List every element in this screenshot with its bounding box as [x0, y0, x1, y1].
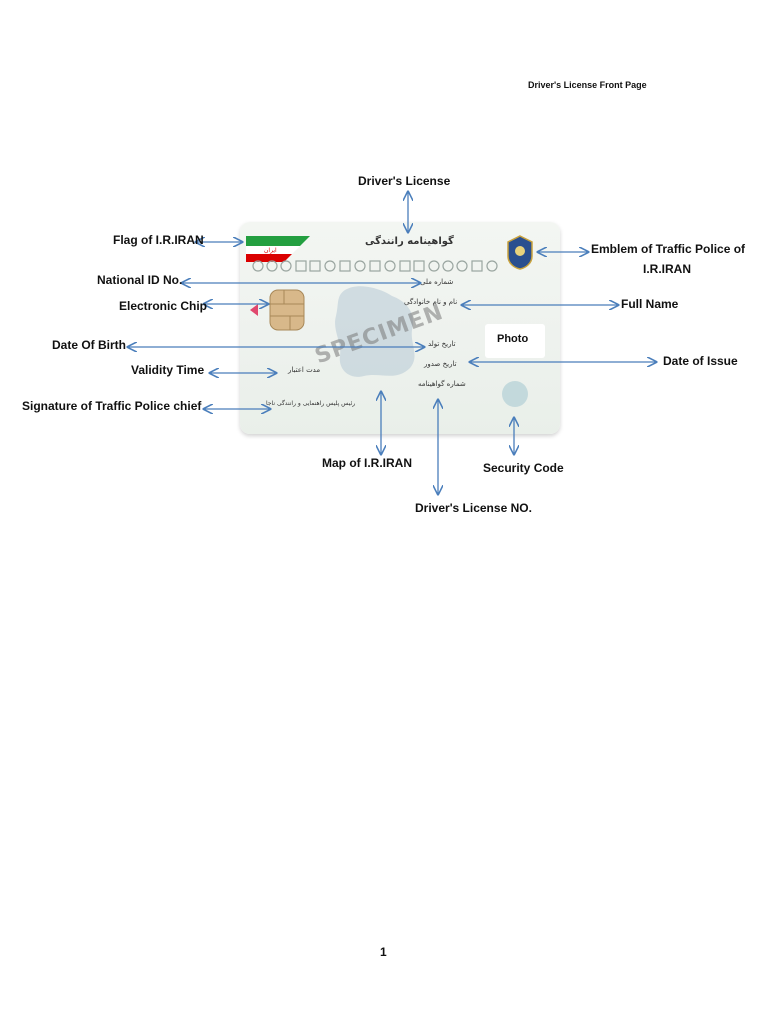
label-national-id: National ID No.	[97, 273, 183, 287]
card-date-of-issue-field: تاریخ صدور	[424, 360, 457, 368]
vehicle-icons-strip	[252, 260, 498, 272]
label-emblem-line1: Emblem of Traffic Police of	[591, 242, 746, 256]
label-validity-time: Validity Time	[131, 363, 205, 377]
page-header: Driver's License Front Page	[528, 80, 647, 90]
label-security-code: Security Code	[483, 461, 564, 475]
label-date-of-issue: Date of Issue	[663, 354, 738, 368]
card-title: گواهینامه رانندگی	[365, 236, 454, 247]
license-card: ایران گواهینامه رانندگی شماره ملی نام و …	[240, 222, 560, 434]
label-emblem-line2: I.R.IRAN	[643, 262, 691, 276]
label-flag: Flag of I.R.IRAN	[113, 233, 204, 247]
traffic-police-emblem-icon	[507, 235, 533, 270]
page-number: 1	[380, 945, 387, 959]
photo-label: Photo	[497, 333, 529, 345]
label-date-of-birth: Date Of Birth	[52, 338, 127, 352]
electronic-chip-icon	[250, 289, 305, 331]
label-full-name: Full Name	[621, 297, 679, 311]
label-signature: Signature of Traffic Police chief	[22, 399, 202, 413]
card-date-of-birth-field: تاریخ تولد	[428, 340, 456, 348]
label-electronic-chip: Electronic Chip	[119, 299, 208, 313]
iran-map-watermark	[335, 286, 528, 407]
photo-placeholder: Photo	[485, 324, 545, 358]
label-license-no: Driver's License NO.	[415, 501, 532, 515]
label-map: Map of I.R.IRAN	[322, 456, 412, 470]
card-full-name-field: نام و نام خانوادگی	[404, 298, 458, 306]
card-license-no-field: شماره گواهینامه	[418, 380, 466, 388]
svg-text:ایران: ایران	[264, 247, 277, 254]
flag-icon: ایران	[246, 236, 310, 262]
card-national-id-field: شماره ملی	[420, 278, 454, 286]
card-signature-field: رئیس پلیس راهنمایی و رانندگی ناجا	[266, 400, 356, 407]
card-validity-field: مدت اعتبار	[288, 366, 321, 374]
label-drivers-license: Driver's License	[358, 174, 451, 188]
